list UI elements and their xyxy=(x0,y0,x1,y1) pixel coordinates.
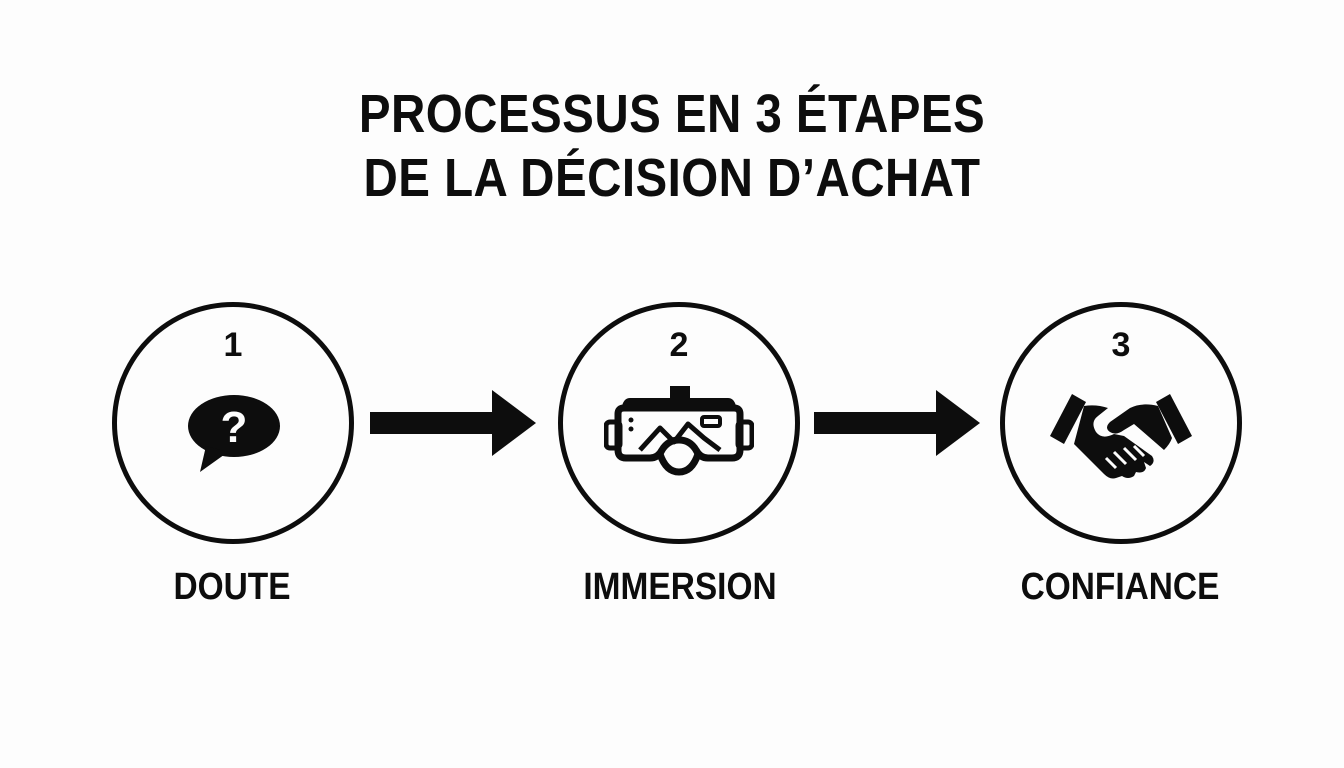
arrow-2-to-3 xyxy=(814,390,980,456)
step-2-number: 2 xyxy=(669,326,689,364)
step-2-label: IMMERSION xyxy=(583,566,777,608)
svg-text:?: ? xyxy=(221,403,248,452)
step-3-label: CONFIANCE xyxy=(1020,566,1220,608)
step-2-circle xyxy=(558,302,800,544)
vr-headset-icon xyxy=(604,386,754,476)
step-1-circle xyxy=(112,302,354,544)
diagram-title: PROCESSUS EN 3 ÉTAPES DE LA DÉCISION D’A… xyxy=(81,82,1264,210)
step-3-number: 3 xyxy=(1111,326,1131,364)
step-1-number: 1 xyxy=(223,326,243,364)
title-line-1: PROCESSUS EN 3 ÉTAPES xyxy=(358,84,986,144)
step-1: 1 ? xyxy=(112,302,354,544)
step-1-label: DOUTE xyxy=(173,566,291,608)
title-line-2: DE LA DÉCISION D’ACHAT xyxy=(363,148,981,208)
arrow-1-to-2 xyxy=(370,390,536,456)
step-3: 3 xyxy=(1000,302,1242,544)
handshake-icon xyxy=(1050,394,1192,479)
question-speech-bubble-icon: ? xyxy=(188,395,280,472)
step-2: 2 xyxy=(558,302,800,544)
